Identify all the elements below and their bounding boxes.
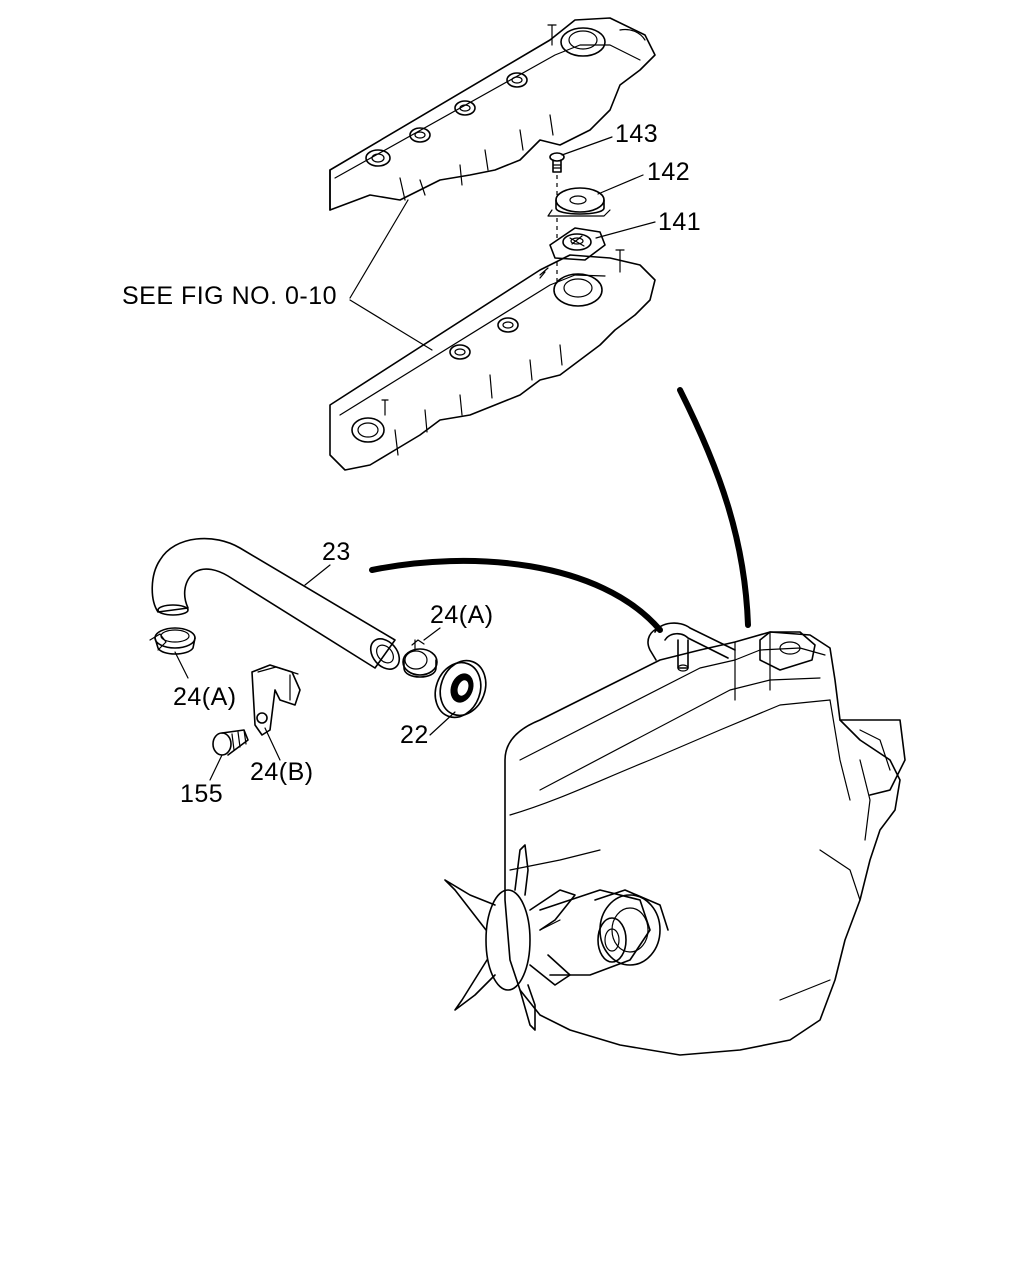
part-label-143: 143 — [615, 120, 659, 148]
part-label-141: 141 — [658, 208, 702, 236]
part-label-24b: 24(B) — [250, 758, 314, 786]
part-label-24a-right: 24(A) — [430, 601, 494, 629]
part-155-bolt — [212, 729, 249, 756]
part-24a-clamp-left — [149, 627, 196, 655]
part-label-24a-left: 24(A) — [173, 683, 237, 711]
leader-141 — [595, 221, 656, 239]
part-24a-clamp-right — [402, 639, 438, 678]
part-22-grommet — [434, 659, 487, 719]
see-fig-label: SEE FIG NO. 0-10 — [122, 282, 338, 310]
leader-155 — [209, 754, 223, 781]
part-24b-bracket — [251, 664, 301, 736]
leader-see-fig-lower — [349, 299, 433, 351]
arrow-hose-to-engine — [369, 557, 663, 633]
upper-rocker-cover — [329, 17, 656, 211]
arrow-cover-to-engine — [677, 387, 751, 628]
part-label-155: 155 — [180, 780, 224, 808]
leader-23 — [304, 564, 331, 586]
leader-24b — [264, 727, 281, 761]
lower-rocker-cover — [329, 249, 656, 471]
leader-142 — [597, 174, 644, 195]
leader-143 — [561, 136, 613, 156]
part-142-cap — [547, 187, 611, 217]
leader-24a-right — [423, 627, 441, 641]
part-label-23: 23 — [322, 538, 351, 566]
leader-22 — [429, 711, 456, 736]
leader-24a-left — [174, 651, 189, 679]
leader-see-fig-upper — [349, 199, 409, 299]
part-23-hose — [151, 537, 401, 670]
fan-assembly — [444, 844, 669, 1031]
part-label-22: 22 — [400, 721, 429, 749]
part-label-142: 142 — [647, 158, 691, 186]
part-141-valve — [549, 227, 606, 261]
engine-assembly — [504, 622, 906, 1056]
part-143-screw — [549, 152, 565, 173]
